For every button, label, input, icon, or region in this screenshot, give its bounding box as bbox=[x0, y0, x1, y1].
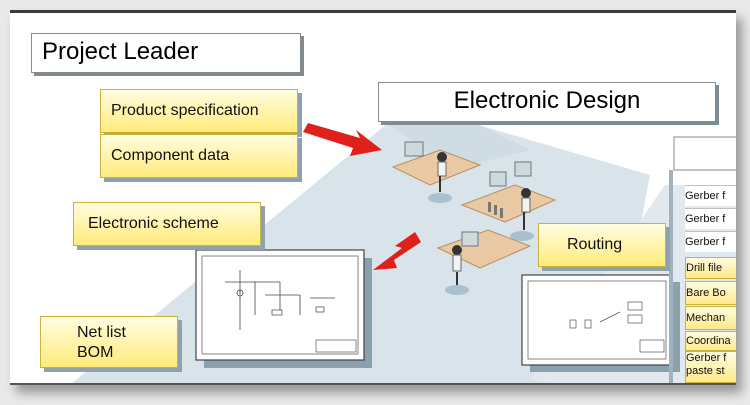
list-item: Gerber f bbox=[685, 185, 736, 206]
electronic-design-title: Electronic Design bbox=[378, 82, 716, 122]
arrow-to-scheme bbox=[373, 232, 421, 270]
routing-text: Routing bbox=[567, 236, 623, 253]
component-data-label: Component data bbox=[100, 134, 298, 178]
list-item: Gerber f bbox=[685, 231, 736, 252]
list-item: Drill file bbox=[685, 257, 736, 279]
bom-text: BOM bbox=[77, 344, 114, 361]
slide-canvas: Project Leader Electronic Design Product… bbox=[10, 10, 736, 385]
electronic-scheme-text: Electronic scheme bbox=[88, 215, 219, 232]
product-spec-text: Product specification bbox=[111, 102, 259, 119]
schematic-sheet-1 bbox=[195, 249, 372, 368]
workstation-3 bbox=[436, 202, 532, 295]
routing-label: Routing bbox=[538, 223, 666, 267]
list-item: Coordina bbox=[685, 331, 736, 351]
list-item: Bare Bo bbox=[685, 281, 736, 305]
list-item: Mechan bbox=[685, 306, 736, 330]
component-data-text: Component data bbox=[111, 147, 230, 164]
floor-shade bbox=[390, 120, 530, 170]
bottom-border bbox=[10, 383, 736, 385]
electronic-design-text: Electronic Design bbox=[453, 87, 641, 114]
right-header-box bbox=[673, 136, 736, 171]
list-item: Gerber f paste st bbox=[685, 351, 736, 383]
electronic-scheme-label: Electronic scheme bbox=[73, 202, 261, 246]
workstation-2 bbox=[460, 161, 557, 241]
top-border bbox=[10, 10, 736, 13]
product-spec-label: Product specification bbox=[100, 89, 298, 133]
netlist-bom-label: Net list BOM bbox=[40, 316, 178, 368]
right-column-shadow bbox=[669, 170, 673, 385]
workstation-1 bbox=[391, 141, 482, 203]
routing-sheet bbox=[521, 274, 680, 372]
office-floor-illustration bbox=[70, 105, 736, 385]
project-leader-text: Project Leader bbox=[42, 38, 199, 65]
project-leader-title: Project Leader bbox=[31, 33, 301, 73]
list-item: Gerber f bbox=[685, 208, 736, 229]
netlist-text: Net list bbox=[77, 324, 126, 341]
arrow-to-design bbox=[303, 123, 382, 156]
